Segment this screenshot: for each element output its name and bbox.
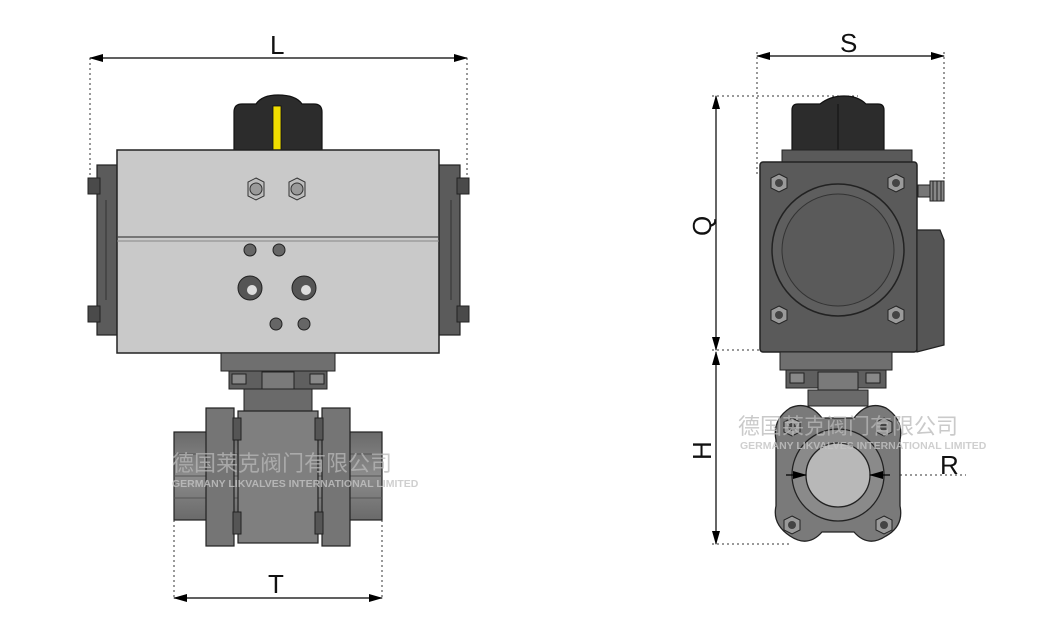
side-view: S Q H R 德国莱克阀门有限公司 GERMANY LIKVALVES INT… xyxy=(687,28,987,545)
valve-end-view xyxy=(774,404,902,542)
right-end-cap xyxy=(437,164,470,336)
actuator-side xyxy=(759,149,945,353)
front-view: L T 德国莱克阀门有限公司 GERMANY LIKVALVES INTERNA… xyxy=(87,30,470,602)
bracket-side xyxy=(779,351,893,407)
watermark-en-front: GERMANY LIKVALVES INTERNATIONAL LIMITED xyxy=(172,478,419,490)
actuator-body xyxy=(116,149,440,354)
label-S: S xyxy=(840,28,857,58)
dimension-T: T xyxy=(173,569,383,602)
label-T: T xyxy=(268,569,284,599)
label-Q: Q xyxy=(687,216,717,236)
watermark-cn-front: 德国莱克阀门有限公司 xyxy=(172,452,392,477)
watermark-cn-side: 德国莱克阀门有限公司 xyxy=(738,415,958,440)
valve-body xyxy=(173,407,383,547)
watermark-en-side: GERMANY LIKVALVES INTERNATIONAL LIMITED xyxy=(740,440,987,452)
mounting-bracket xyxy=(220,352,336,412)
dimension-L: L xyxy=(89,30,468,62)
label-R: R xyxy=(940,450,959,480)
dimension-Q: Q xyxy=(687,95,720,351)
left-end-cap xyxy=(87,164,120,336)
cover-bolts xyxy=(770,173,905,325)
dimension-S: S xyxy=(756,28,945,60)
dimension-H: H xyxy=(687,351,720,545)
label-H: H xyxy=(687,441,717,460)
label-L: L xyxy=(270,30,284,60)
position-indicator xyxy=(233,94,323,151)
